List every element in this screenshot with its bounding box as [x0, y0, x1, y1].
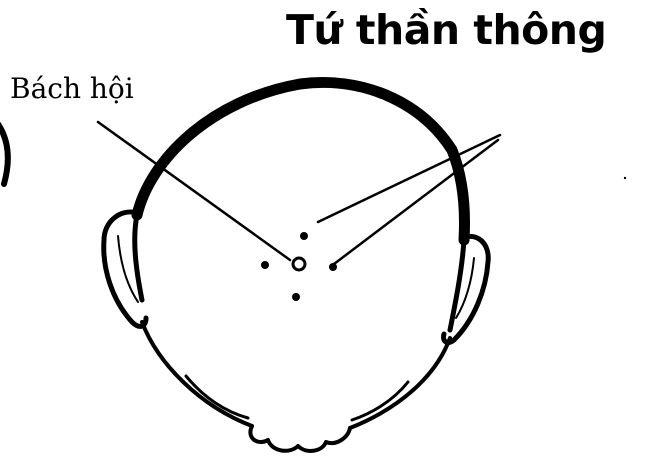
left-edge-fragment [0, 124, 8, 184]
speck-mark [624, 177, 626, 179]
acupoint-tu-than-thong-left [261, 261, 269, 269]
skull-outline [137, 82, 465, 240]
lower-face-left [142, 322, 252, 426]
leader-line-tu-than-thong-upper [318, 135, 500, 222]
left-ear [104, 212, 146, 326]
leader-line-bach-hoi [98, 122, 290, 260]
acupoint-tu-than-thong-front [300, 232, 308, 240]
acupoint-tu-than-thong-back [292, 293, 300, 301]
left-brow-stroke [186, 376, 248, 418]
acupoint-bach-hoi [293, 258, 305, 270]
nose-tip [250, 426, 350, 451]
acupoint-tu-than-thong-right [329, 263, 337, 271]
skull-outline-left-side [135, 215, 142, 300]
